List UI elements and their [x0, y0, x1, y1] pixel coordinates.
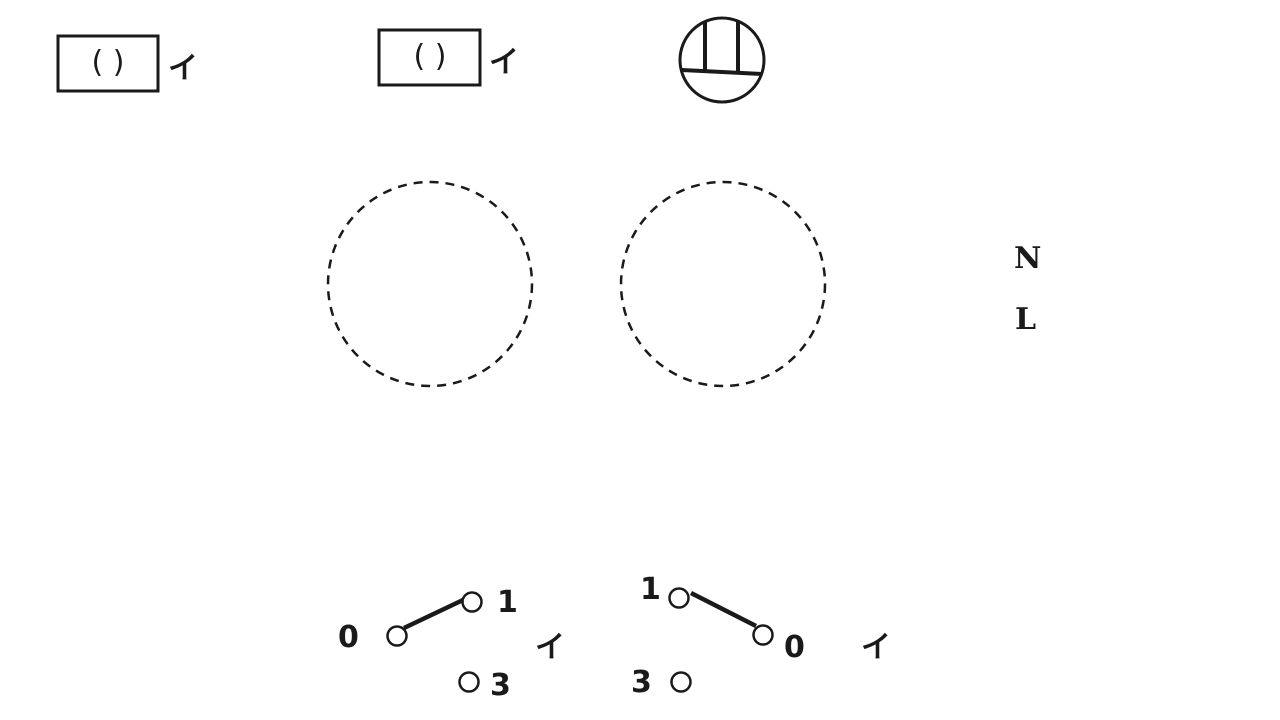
lamp-1-box-text: ( ): [92, 45, 125, 80]
switch-left-terminal-0-label: 0: [338, 620, 359, 655]
lamp-2[interactable]: ( ) イ: [377, 28, 519, 87]
lamp-1-box: [56, 34, 160, 93]
switch-left[interactable]: 0 1 イ 3: [338, 585, 565, 703]
switch-right-terminal-3-label: 3: [631, 665, 652, 700]
lamp-2-box-text: ( ): [414, 39, 447, 74]
switch-left-terminal-1: [461, 591, 483, 613]
switch-left-terminal-1-label: 1: [497, 585, 518, 620]
outlet-symbol[interactable]: [678, 16, 766, 104]
switch-left-label: イ: [535, 630, 565, 665]
switch-right-terminal-3: [670, 671, 692, 693]
outlet-ground-bar: [681, 68, 763, 76]
switch-right-lever: [689, 590, 758, 629]
switch-right[interactable]: 1 0 イ 3: [631, 572, 891, 700]
outlet-circle: [678, 16, 766, 104]
switch-left-terminal-0: [386, 625, 408, 647]
switch-right-label: イ: [861, 630, 891, 665]
switch-left-terminal-3: [458, 671, 480, 693]
switch-right-terminal-0: [752, 624, 774, 646]
terminal-n-label: N: [1014, 241, 1041, 276]
junction-box-left[interactable]: [326, 180, 534, 388]
switch-left-terminal-3-label: 3: [490, 668, 511, 703]
lamp-2-box: [377, 28, 482, 87]
switch-right-terminal-1: [668, 587, 690, 609]
switch-left-lever: [403, 597, 464, 631]
switch-right-terminal-0-label: 0: [784, 630, 805, 665]
lamp-1[interactable]: ( ) イ: [56, 34, 198, 93]
junction-box-right[interactable]: [619, 180, 827, 388]
lamp-2-label: イ: [489, 45, 519, 80]
lamp-1-label: イ: [168, 51, 198, 86]
switch-right-terminal-1-label: 1: [640, 572, 661, 607]
terminal-l-label: L: [1015, 302, 1036, 337]
